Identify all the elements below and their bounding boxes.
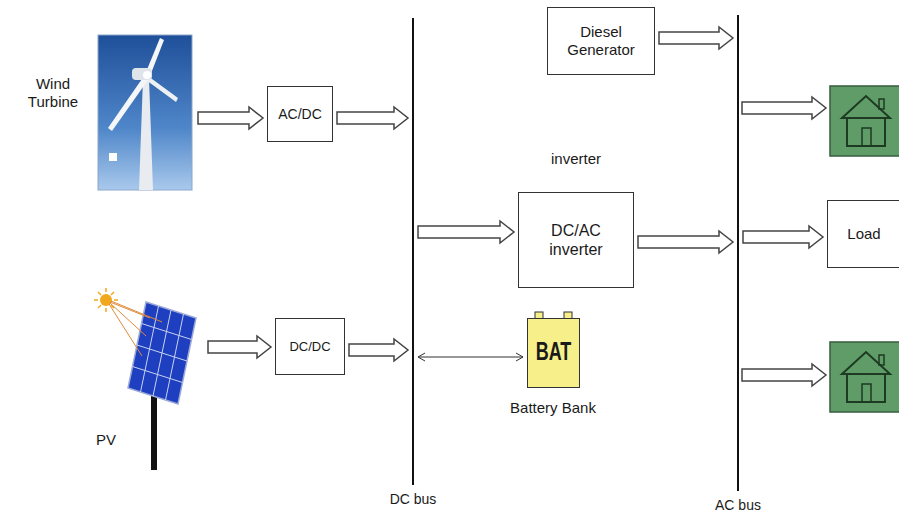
house-icon bbox=[830, 342, 899, 412]
wind-turbine: Wind Turbine bbox=[18, 35, 194, 191]
connector bbox=[743, 226, 823, 248]
box-label: AC/DC bbox=[278, 106, 322, 123]
ac-bus: AC bus bbox=[737, 15, 739, 491]
connector bbox=[208, 336, 271, 358]
box-label: DC/AC inverter bbox=[536, 221, 616, 259]
component-label: Battery Bank bbox=[508, 399, 598, 417]
box-label: Load bbox=[847, 225, 880, 243]
inverter-box: DC/AC inverter bbox=[518, 192, 634, 288]
battery-label: BAT bbox=[536, 338, 572, 368]
converter-box: DC/DC bbox=[275, 318, 345, 375]
battery-bank: BATBattery Bank bbox=[527, 318, 580, 388]
component-heading: inverter bbox=[518, 150, 634, 168]
bus-label: AC bus bbox=[687, 497, 789, 514]
component-label: Wind Turbine bbox=[20, 75, 86, 111]
pv-array: PV bbox=[84, 285, 204, 471]
connector bbox=[638, 231, 733, 253]
house-icon bbox=[830, 86, 899, 156]
block-arrow bbox=[742, 97, 826, 119]
connector bbox=[418, 353, 523, 361]
converter-box: AC/DC bbox=[267, 86, 333, 142]
load-box: Load bbox=[827, 200, 899, 268]
box-label: Diesel Generator bbox=[552, 23, 650, 59]
generator-box: Diesel Generator bbox=[547, 7, 655, 75]
inverter: inverterDC/AC inverter bbox=[518, 150, 634, 288]
block-arrow bbox=[742, 364, 826, 386]
connector bbox=[337, 107, 408, 129]
component-label: PV bbox=[86, 431, 126, 449]
connector bbox=[198, 107, 263, 129]
bus-label: DC bus bbox=[362, 491, 464, 508]
connector bbox=[418, 221, 514, 243]
connector bbox=[659, 27, 733, 49]
box-label: DC/DC bbox=[289, 339, 330, 355]
dc-bus: DC bus bbox=[412, 18, 414, 485]
connector bbox=[349, 339, 408, 361]
wind-turbine-picture bbox=[98, 35, 192, 190]
